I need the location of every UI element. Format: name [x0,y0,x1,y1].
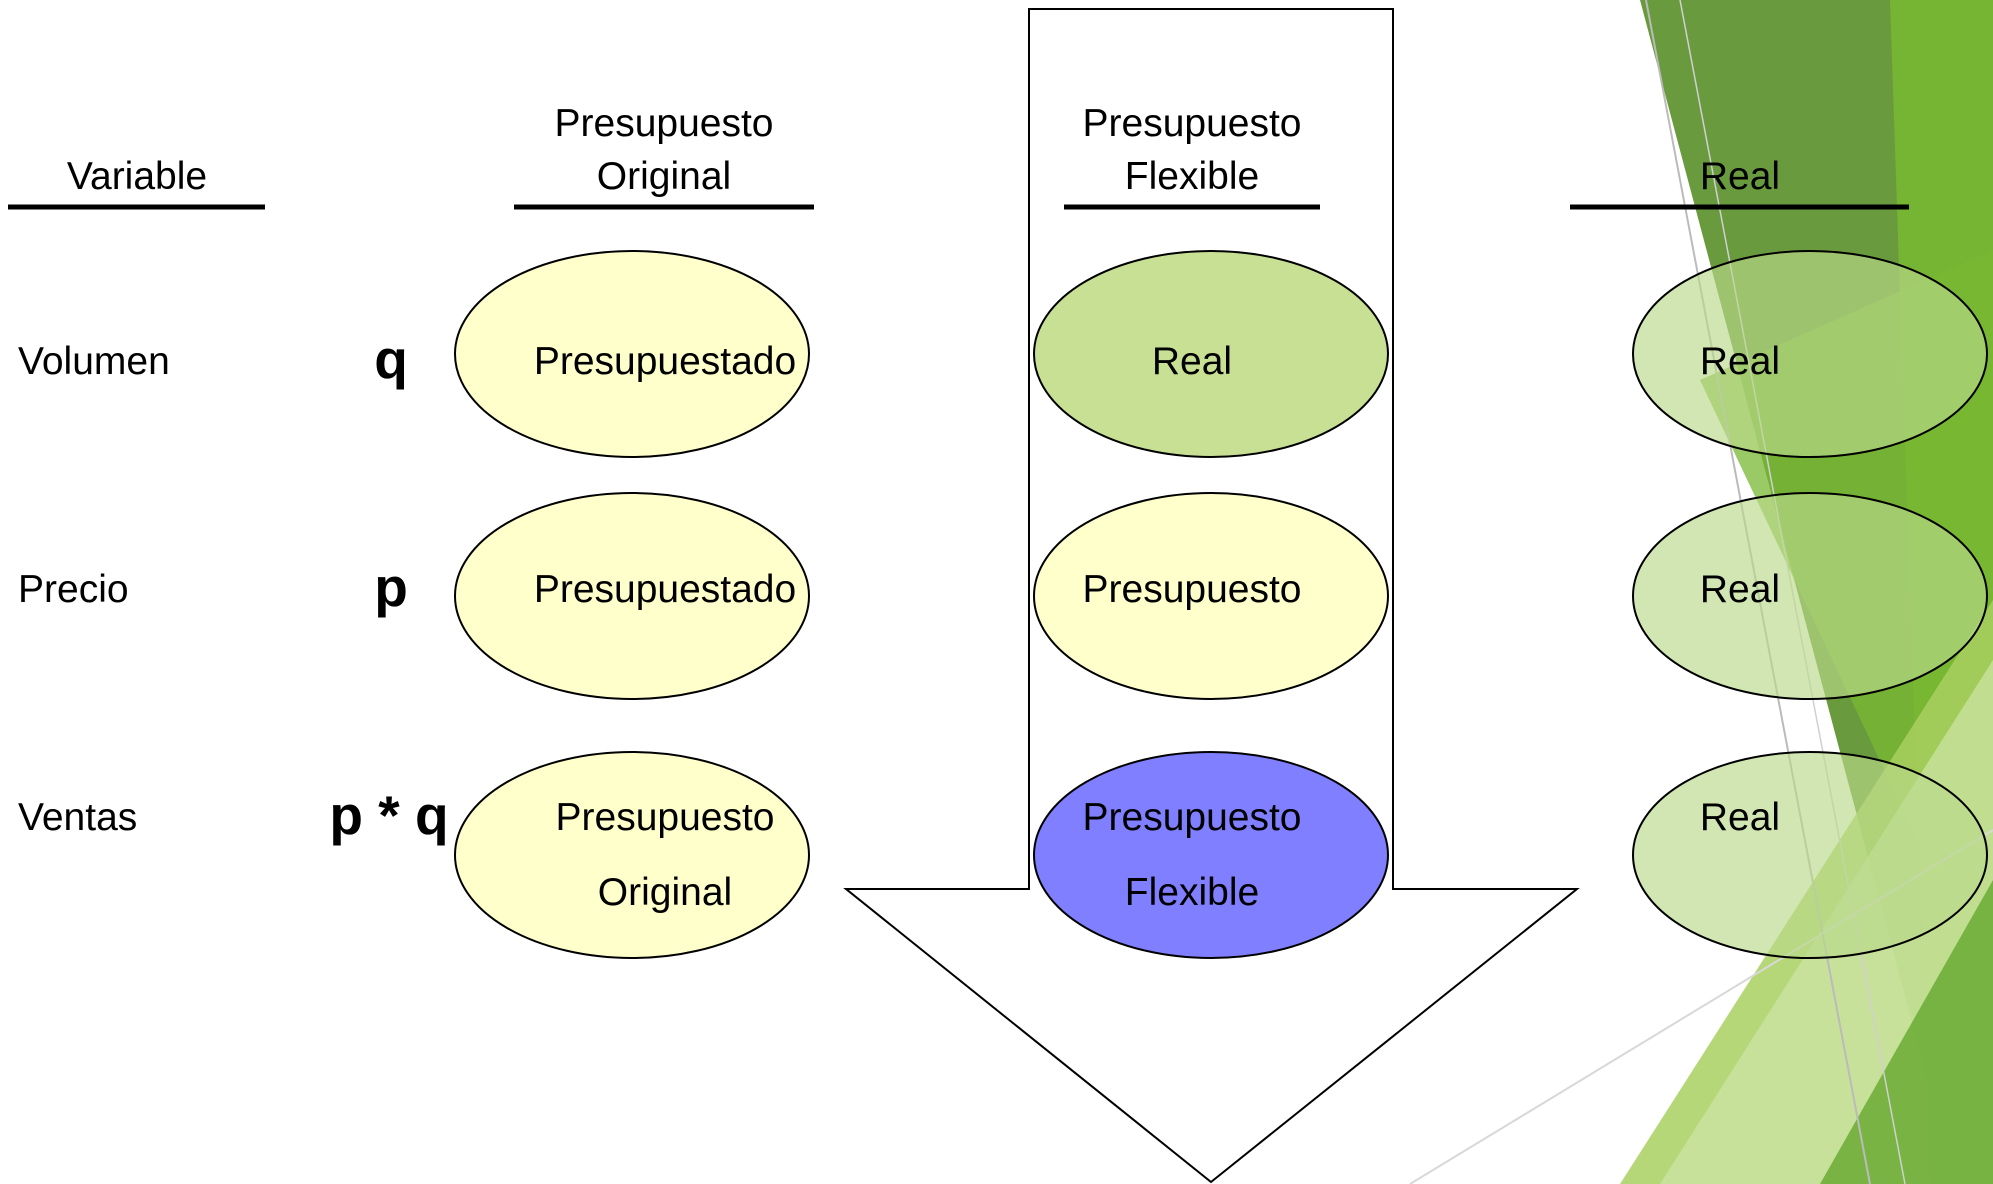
header-variable: Variable [67,155,207,198]
original-precio-ellipse: Presupuestado [454,492,810,700]
row-symbol-p: p [374,556,408,618]
row-label-ventas: Ventas [18,796,137,839]
real-volumen-shape [1632,250,1988,458]
real-ventas-ellipse: Real [1632,751,1988,959]
flexible-ventas-text-line1: Presupuesto [1083,796,1302,839]
real-precio-shape [1632,492,1988,700]
flexible-ventas-text-line2: Flexible [1125,871,1259,914]
original-ventas-shape [454,751,810,959]
real-precio-ellipse: Real [1632,492,1988,700]
original-volumen-text: Presupuestado [534,340,796,383]
original-volumen-ellipse: Presupuestado [454,250,810,458]
row-symbol-pq: p * q [329,784,448,846]
row-label-volumen: Volumen [18,340,170,383]
decor-deep-green-triangle [1820,880,1993,1184]
flexible-volumen-text: Real [1152,340,1232,383]
original-volumen-shape [454,250,810,458]
original-ventas-ellipse: Presupuesto Original [454,751,810,959]
original-precio-shape [454,492,810,700]
header-flexible-line1: Presupuesto [1083,102,1302,145]
header-original-line1: Presupuesto [555,102,774,145]
real-ventas-shape [1632,751,1988,959]
header-original-line2: Original [597,155,731,198]
header-real: Real [1700,155,1780,198]
flexible-volumen-shape [1033,250,1389,458]
original-ventas-text-line1: Presupuesto [556,796,775,839]
real-volumen-text: Real [1700,340,1780,383]
flexible-volumen-ellipse: Real [1033,250,1389,458]
real-precio-text: Real [1700,568,1780,611]
flexible-ventas-ellipse: Presupuesto Flexible [1033,751,1389,959]
flexible-precio-shape [1033,492,1389,700]
original-precio-text: Presupuestado [534,568,796,611]
real-ventas-text: Real [1700,796,1780,839]
real-volumen-ellipse: Real [1632,250,1988,458]
row-symbol-q: q [374,328,408,390]
header-flexible-line2: Flexible [1125,155,1259,198]
flexible-precio-text: Presupuesto [1083,568,1302,611]
flexible-precio-ellipse: Presupuesto [1033,492,1389,700]
row-label-precio: Precio [18,568,129,611]
original-ventas-text-line2: Original [598,871,732,914]
flexible-ventas-shape [1033,751,1389,959]
